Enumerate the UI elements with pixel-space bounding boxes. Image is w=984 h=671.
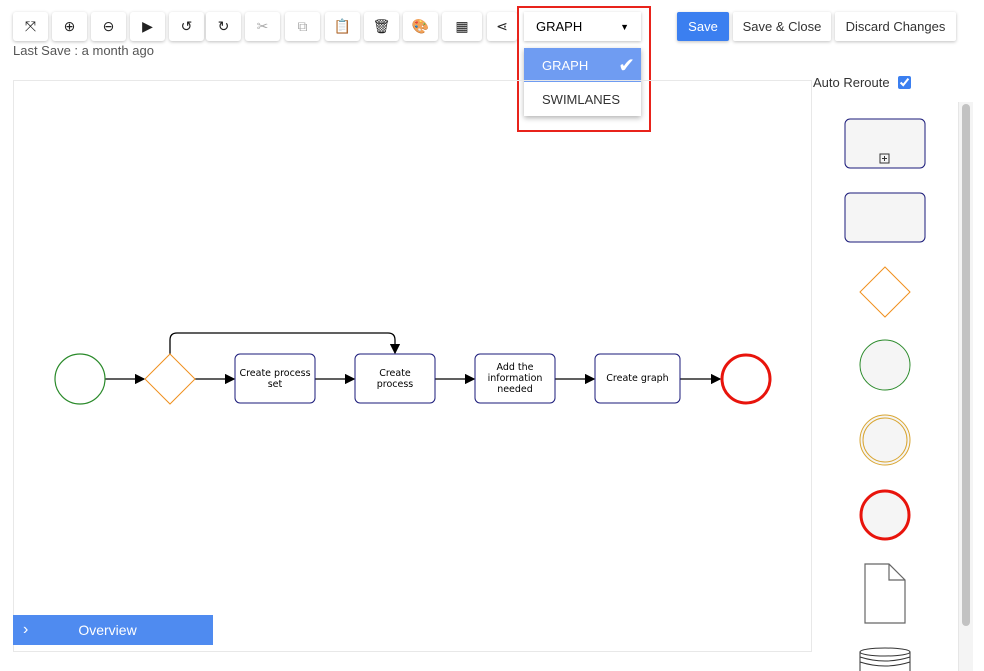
delete-icon: 🗑: [372, 18, 391, 34]
overview-toggle[interactable]: › Overview: [13, 615, 213, 645]
auto-reroute-label: Auto Reroute: [813, 75, 890, 90]
flow-edge: [169, 332, 401, 355]
palette-intermediate-event[interactable]: [859, 414, 911, 466]
auto-reroute: Auto Reroute: [813, 75, 911, 90]
scrollbar-thumb[interactable]: [962, 104, 970, 626]
play-icon: ▶: [142, 18, 153, 34]
auto-reroute-checkbox[interactable]: [897, 76, 911, 89]
task-box: [234, 353, 316, 404]
zoom-out-button[interactable]: ⊖: [91, 12, 126, 41]
task-box: [354, 353, 436, 404]
fit-icon: ⤧: [24, 18, 37, 34]
undo-icon: ↺: [180, 18, 193, 34]
redo-button[interactable]: ↻: [206, 12, 241, 41]
view-select-value: GRAPH: [536, 19, 583, 34]
menu-item-label: GRAPH: [542, 57, 589, 73]
paste-icon: 📋: [333, 18, 352, 34]
palette-subprocess[interactable]: [844, 118, 926, 169]
palette-start-event[interactable]: [859, 339, 911, 391]
view-dropdown-menu: GRAPH ✔ SWIMLANES: [524, 48, 641, 116]
palette-end-event[interactable]: [859, 489, 911, 541]
chevron-right-icon: ›: [23, 621, 29, 638]
palette-scrollbar[interactable]: [958, 102, 973, 671]
menu-item-label: SWIMLANES: [542, 91, 621, 107]
zoom-out-icon: ⊖: [102, 18, 115, 34]
play-button[interactable]: ▶: [130, 12, 165, 41]
shape-palette: [844, 118, 926, 671]
palette-data-object[interactable]: [864, 563, 906, 624]
grid-off-icon: ▦: [455, 18, 469, 34]
view-select[interactable]: GRAPH ▼: [524, 12, 641, 41]
highlight-box: [517, 6, 651, 132]
zoom-in-button[interactable]: ⊕: [52, 12, 87, 41]
end-event: [720, 353, 772, 405]
zoom-in-icon: ⊕: [63, 18, 76, 34]
share-button[interactable]: ⋖: [487, 12, 517, 41]
caret-down-icon: ▼: [620, 21, 629, 32]
task-label[interactable]: Create process set: [239, 367, 311, 390]
overview-label: Overview: [78, 622, 137, 638]
fit-button[interactable]: ⤧: [13, 12, 48, 41]
discard-changes-button[interactable]: Discard Changes: [835, 12, 956, 41]
start-event: [54, 353, 106, 405]
copy-button[interactable]: ⧉: [285, 12, 320, 41]
task-label[interactable]: Add the information needed: [487, 362, 543, 395]
redo-icon: ↻: [217, 18, 230, 34]
last-save-text: Last Save : a month ago: [13, 43, 154, 58]
save-button[interactable]: Save: [677, 12, 729, 41]
copy-icon: ⧉: [297, 18, 308, 34]
palette-data-store[interactable]: [859, 647, 911, 671]
palette-icon: 🎨: [411, 18, 430, 34]
menu-item-graph[interactable]: GRAPH ✔: [524, 48, 641, 82]
cut-button[interactable]: ✂: [245, 12, 280, 41]
palette-gateway[interactable]: [859, 266, 911, 318]
delete-button[interactable]: 🗑: [364, 12, 399, 41]
gateway: [144, 353, 196, 405]
palette-button[interactable]: 🎨: [403, 12, 438, 41]
paste-button[interactable]: 📋: [325, 12, 360, 41]
undo-button[interactable]: ↺: [169, 12, 204, 41]
task-label[interactable]: Create graph: [606, 373, 669, 384]
menu-item-swimlanes[interactable]: SWIMLANES: [524, 82, 641, 116]
grid-off-button[interactable]: ▦: [442, 12, 482, 41]
share-icon: ⋖: [496, 18, 508, 34]
cut-icon: ✂: [256, 18, 269, 34]
task-label[interactable]: Create process: [376, 367, 414, 390]
check-icon: ✔: [618, 54, 635, 77]
save-close-button[interactable]: Save & Close: [733, 12, 831, 41]
diagram-canvas[interactable]: [13, 80, 812, 652]
palette-task[interactable]: [844, 192, 926, 243]
task-box: [474, 353, 556, 404]
task-box: [594, 353, 681, 404]
